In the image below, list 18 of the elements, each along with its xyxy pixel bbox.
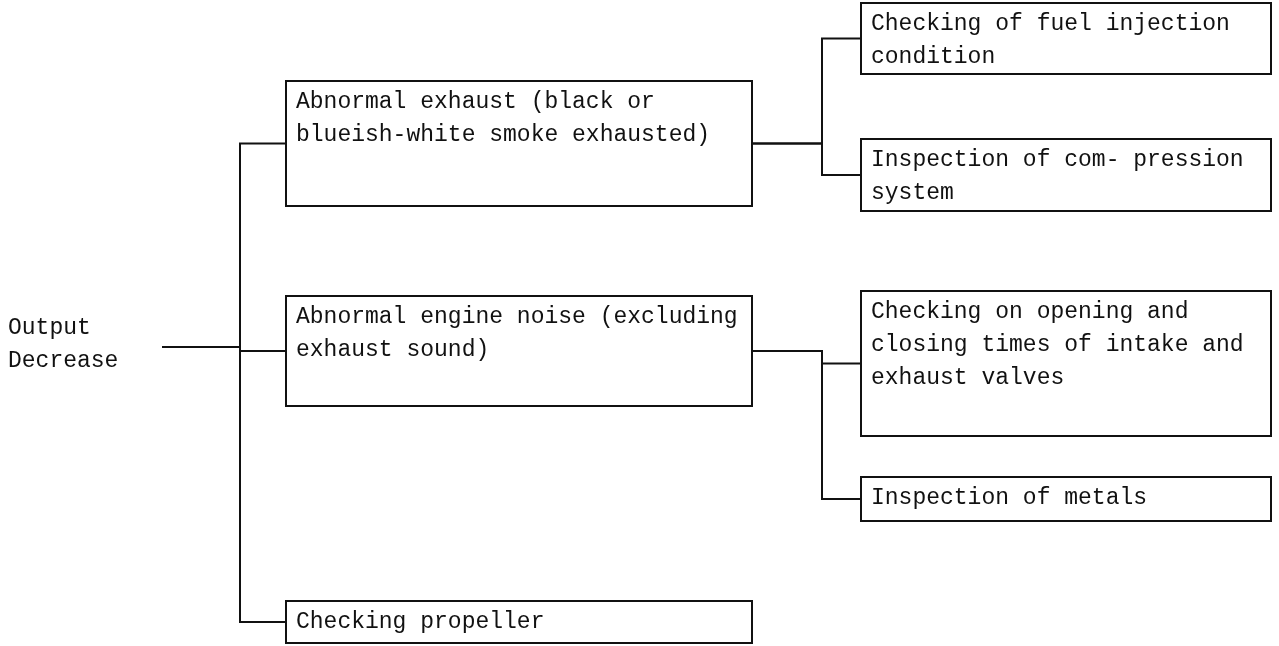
process-box xyxy=(285,80,753,207)
process-box xyxy=(285,600,753,644)
connector-line xyxy=(752,142,861,176)
root-label: Output Decrease xyxy=(8,314,120,376)
box-text: Checking of fuel injection condition xyxy=(871,10,1231,72)
connector-line xyxy=(161,346,286,623)
box-text: Inspection of metals xyxy=(871,484,1149,513)
box-text: Inspection of com- pression system xyxy=(871,146,1245,208)
process-box xyxy=(860,290,1272,437)
process-box xyxy=(285,295,753,407)
box-text: Abnormal engine noise (excluding exhaust sound) xyxy=(296,303,739,365)
box-text: Checking on opening and closing times of intake and exhaust valves xyxy=(871,298,1245,393)
box-text: Checking propeller xyxy=(296,608,546,637)
process-box xyxy=(860,476,1272,522)
connector-line xyxy=(752,350,861,500)
process-box xyxy=(860,138,1272,212)
box-text: Abnormal exhaust (black or blueish-white smoke exhausted) xyxy=(296,88,712,150)
process-box xyxy=(860,2,1272,75)
